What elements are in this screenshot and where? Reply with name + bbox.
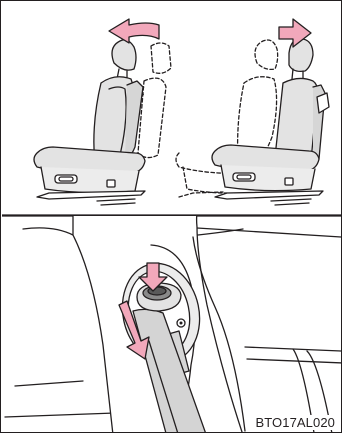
seat-upright-right <box>176 39 329 205</box>
arrow-left-icon <box>109 19 159 43</box>
figure-code: BTO17AL020 <box>252 415 335 430</box>
headrest <box>112 40 136 70</box>
seat-reclined-left <box>34 40 171 205</box>
pillar-scene <box>5 179 342 434</box>
